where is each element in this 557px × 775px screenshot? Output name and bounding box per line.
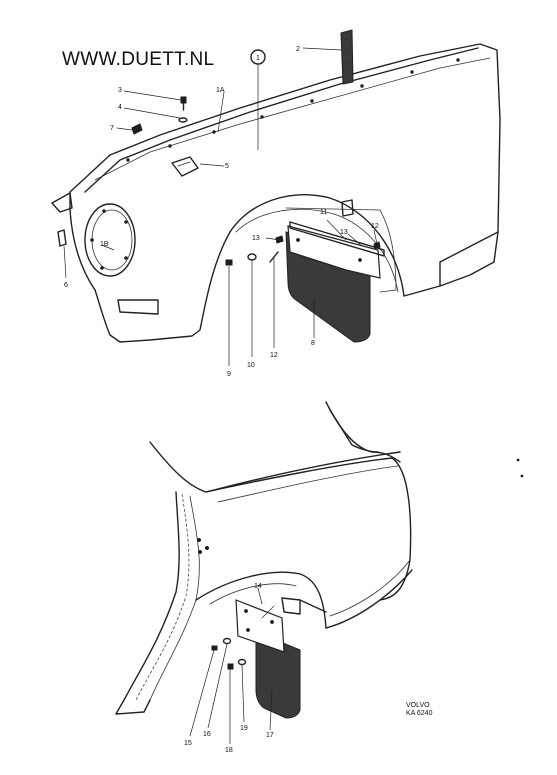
callout-16: 16 <box>203 731 211 738</box>
rear-flap-hardware <box>211 637 247 670</box>
callout-10: 10 <box>247 362 255 369</box>
callout-12-lower: 12 <box>270 352 278 359</box>
front-flap-hardware <box>225 199 381 266</box>
maker-name: VOLVO <box>406 702 430 709</box>
callout-5: 5 <box>225 163 229 170</box>
callout-19: 19 <box>240 725 248 732</box>
callout-2: 2 <box>296 46 300 53</box>
leader-lines <box>63 47 378 744</box>
front-mud-flap <box>285 221 385 343</box>
front-bracket <box>57 229 67 247</box>
callout-11: 11 <box>320 209 327 216</box>
rear-mud-flap <box>235 599 301 719</box>
drawing-code: VOLVO KA 6240 <box>406 702 432 718</box>
side-marker-opening <box>117 299 159 315</box>
site-watermark: WWW.DUETT.NL <box>62 49 215 70</box>
callout-1b: 1B <box>100 241 109 248</box>
callout-15: 15 <box>184 740 192 747</box>
callout-6: 6 <box>64 282 68 289</box>
drawing-number: KA 6240 <box>406 710 433 717</box>
callout-3: 3 <box>118 87 122 94</box>
hinge-bracket <box>340 29 354 85</box>
callout-9: 9 <box>227 371 231 378</box>
callout-12-upper: 12 <box>371 223 379 230</box>
callout-17: 17 <box>266 732 274 739</box>
headlamp-opening <box>84 203 136 277</box>
fender-hardware <box>131 96 199 177</box>
callout-13-right: 13 <box>340 229 348 236</box>
flange-holes <box>126 58 460 162</box>
callout-14: 14 <box>254 583 262 590</box>
callout-18: 18 <box>225 747 233 754</box>
callout-1: 1 <box>256 55 260 62</box>
callout-4: 4 <box>118 104 122 111</box>
callout-labels: 1 1A 1B 2 3 4 5 6 7 8 9 10 11 12 12 13 1… <box>64 46 379 754</box>
callout-7: 7 <box>110 125 114 132</box>
front-fender <box>51 43 501 343</box>
callout-13-left: 13 <box>252 235 260 242</box>
callout-1a: 1A <box>216 87 225 94</box>
rear-quarter-panel <box>115 401 413 715</box>
callout-8: 8 <box>311 340 315 347</box>
front-mounting-tab <box>51 192 73 213</box>
